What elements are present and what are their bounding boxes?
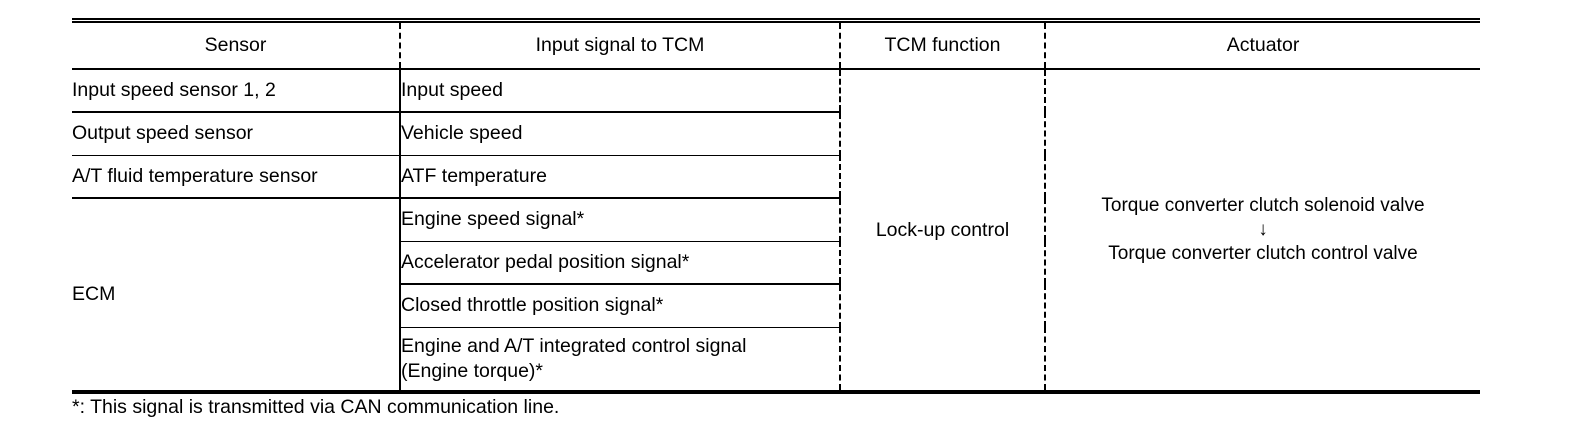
column-header-actuator: Actuator <box>1044 23 1480 70</box>
tcm-function-label: Lock-up control <box>875 218 1010 241</box>
cell-sensor-at-fluid-temperature-sensor: A/T fluid temperature sensor <box>72 155 400 199</box>
cell-signal-vehicle-speed: Vehicle speed <box>399 112 840 156</box>
table-row: Engine and A/T integrated control signal… <box>72 327 1480 390</box>
signal-flow-table: Sensor Input signal to TCM TCM function … <box>72 18 1480 394</box>
cell-sensor-ecm: ECM <box>72 283 116 306</box>
table: Sensor Input signal to TCM TCM function … <box>72 23 1480 390</box>
table-bottom-rule <box>72 390 1480 394</box>
cell-actuator: Torque converter clutch solenoid valve ↓… <box>1044 69 1480 390</box>
cell-signal-atf-temperature: ATF temperature <box>399 155 840 199</box>
table-header-row: Sensor Input signal to TCM TCM function … <box>72 23 1480 70</box>
column-header-sensor: Sensor <box>72 23 400 70</box>
down-arrow-icon: ↓ <box>1258 219 1268 240</box>
table-row: ECM Engine speed signal* <box>72 198 1480 305</box>
cell-signal-closed-throttle-position: Closed throttle position signal* <box>399 284 840 328</box>
table-row: Closed throttle position signal* <box>72 284 1480 328</box>
column-header-input-signal: Input signal to TCM <box>399 23 840 70</box>
table-row: Accelerator pedal position signal* <box>72 241 1480 285</box>
table-row: Input speed sensor 1, 2 Input speed Lock… <box>72 69 1480 390</box>
table-top-double-rule <box>72 18 1480 23</box>
column-header-tcm-function: TCM function <box>839 23 1045 70</box>
cell-signal-engine-speed: Engine speed signal* <box>399 198 840 242</box>
actuator-control-valve-label: Torque converter clutch control valve <box>1108 243 1418 264</box>
table-row: Output speed sensor Vehicle speed <box>72 112 1480 156</box>
actuator-solenoid-valve-label: Torque converter clutch solenoid valve <box>1101 195 1425 216</box>
cell-signal-input-speed: Input speed <box>399 69 840 113</box>
cell-signal-accelerator-pedal-position: Accelerator pedal position signal* <box>399 241 840 285</box>
table-row: A/T fluid temperature sensor ATF tempera… <box>72 155 1480 199</box>
cell-tcm-function: Lock-up control <box>839 69 1045 390</box>
cell-sensor-output-speed-sensor: Output speed sensor <box>72 112 400 156</box>
cell-signal-engine-at-integrated-control: Engine and A/T integrated control signal… <box>399 327 840 390</box>
footnote-can-communication: *: This signal is transmitted via CAN co… <box>72 396 560 418</box>
cell-sensor-input-speed-sensor: Input speed sensor 1, 2 <box>72 69 400 113</box>
